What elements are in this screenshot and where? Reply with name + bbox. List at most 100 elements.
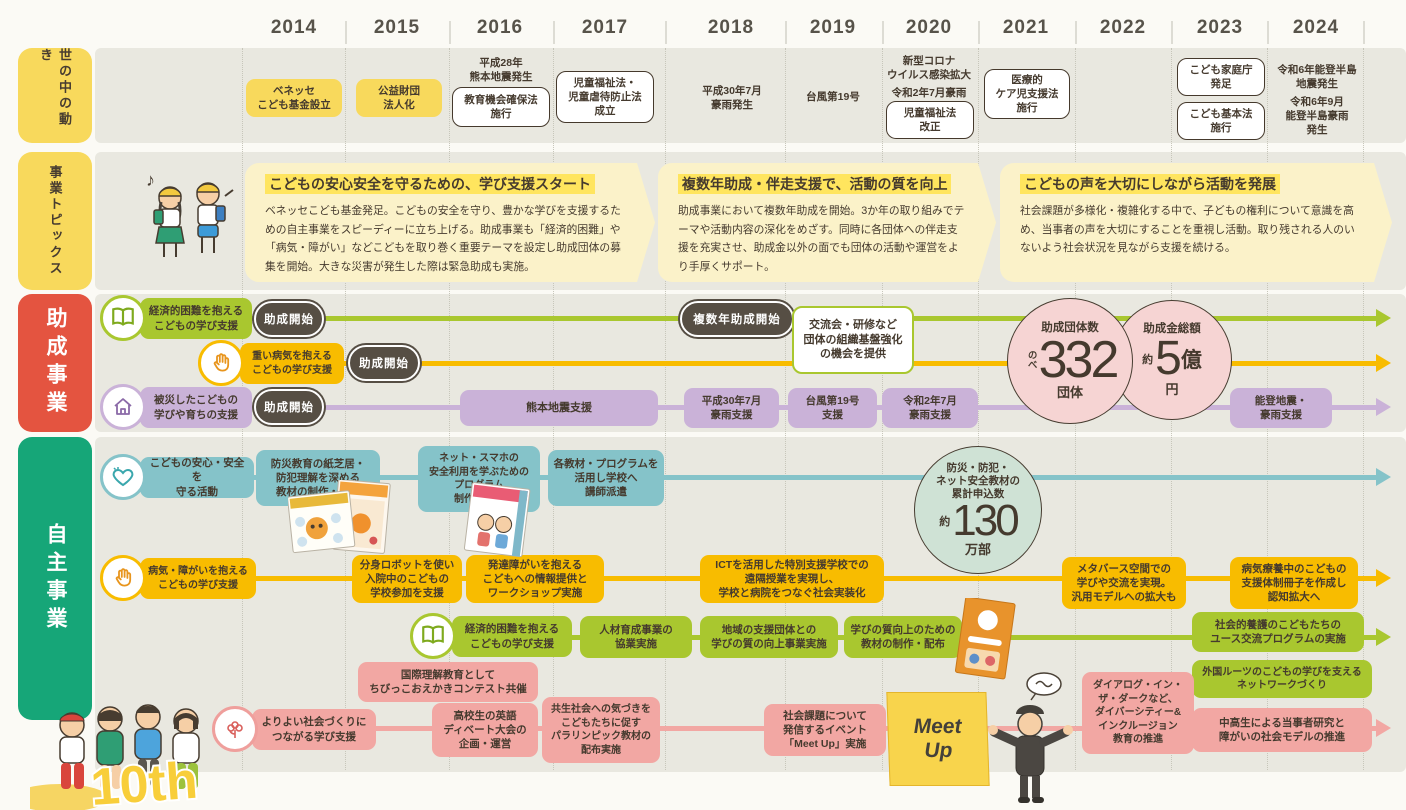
year-separator bbox=[345, 21, 347, 44]
independent-track-label: 経済的困難を抱える こどもの学び支援 bbox=[452, 616, 572, 657]
world-event: 台風第19号 bbox=[806, 90, 860, 103]
year-label: 2015 bbox=[373, 17, 421, 38]
arrowhead bbox=[1376, 309, 1391, 327]
heart-icon bbox=[100, 454, 146, 500]
grant-track-label: 経済的困難を抱える こどもの学び支援 bbox=[140, 298, 252, 339]
independent-milestone: 分身ロボットを使い 入院中のこどもの 学校参加を支援 bbox=[352, 555, 462, 603]
world-event: 平成30年7月 豪雨発生 bbox=[702, 84, 762, 111]
world-event: 公益財団 法人化 bbox=[356, 79, 442, 117]
arrowhead bbox=[1376, 398, 1391, 416]
year-separator bbox=[978, 21, 980, 44]
stat-title: 助成金総額 bbox=[1143, 323, 1201, 336]
independent-track-label: よりよい社会づくりに つながる学び支援 bbox=[252, 709, 376, 750]
year-label: 2016 bbox=[476, 17, 524, 38]
stat-prefix: 約 bbox=[939, 516, 951, 529]
year-label: 2017 bbox=[581, 17, 629, 38]
stat-prefix: のべ bbox=[1025, 350, 1037, 370]
hand-icon bbox=[198, 340, 244, 386]
flower-icon bbox=[212, 706, 258, 752]
grant-start-pill: 助成開始 bbox=[348, 345, 420, 381]
stat-unit: 団体 bbox=[1056, 384, 1083, 400]
stat-unit: 円 bbox=[1165, 381, 1179, 397]
book-icon bbox=[100, 295, 146, 341]
arrowhead bbox=[1376, 628, 1391, 646]
arrowhead bbox=[1376, 354, 1391, 372]
year-label: 2019 bbox=[809, 17, 857, 38]
learning-power-booklet-cover bbox=[954, 598, 1016, 680]
grant-track-label: 被災したこどもの 学びや育ちの支援 bbox=[140, 387, 252, 428]
topic-body: ベネッセこども基金発足。こどもの安全を守り、豊かな学びを支援するための自主事業を… bbox=[265, 205, 621, 273]
independent-track-label: 病気・障がいを抱える こどもの学び支援 bbox=[140, 558, 256, 599]
multi-year-grant-pill: 複数年助成開始 bbox=[680, 301, 794, 337]
independent-milestone: 共生社会への気づきを こどもたちに促す パラリンピック教材の 配布実施 bbox=[542, 697, 660, 763]
book-icon bbox=[410, 613, 456, 659]
world-event: 令和6年能登半島 地震発生 bbox=[1277, 63, 1357, 90]
independent-milestone: 発達障がいを抱える こどもへの情報提供と ワークショップ実施 bbox=[466, 555, 604, 603]
year-separator bbox=[882, 21, 884, 44]
independent-milestone: 外国ルーツのこどもの学びを支える ネットワークづくり bbox=[1192, 660, 1372, 698]
independent-milestone: 高校生の英語 ディベート大会の 企画・運営 bbox=[432, 703, 538, 757]
grant-milestone: 台風第19号 支援 bbox=[788, 388, 877, 428]
year-label: 2023 bbox=[1196, 17, 1244, 38]
grant-milestone: 令和2年7月 豪雨支援 bbox=[882, 388, 978, 428]
row-label-independent: 自主事業 bbox=[18, 437, 92, 720]
independent-milestone: 地域の支援団体との 学びの質の向上事業実施 bbox=[700, 616, 838, 658]
materials-requested-stat: 防災・防犯・ ネット安全教材の 累計申込数 約 130 万部 bbox=[914, 446, 1042, 574]
grant-start-pill: 助成開始 bbox=[254, 301, 324, 337]
grant-milestone: 熊本地震支援 bbox=[460, 390, 658, 426]
meetup-sign: Meet Up bbox=[886, 692, 990, 786]
tenth-anniversary-children-illustration: 10th bbox=[30, 704, 201, 810]
year-label: 2020 bbox=[905, 17, 953, 38]
topic-body: 社会課題が多様化・複雑化する中で、子どもの権利について意識を高め、当事者の声を大… bbox=[1020, 205, 1355, 255]
year-separator bbox=[785, 21, 787, 44]
stat-title: 助成団体数 bbox=[1041, 322, 1099, 335]
stat-value: 332 bbox=[1038, 330, 1120, 389]
year-label: 2014 bbox=[270, 17, 318, 38]
independent-milestone: 国際理解教育として ちびっこおえかきコンテスト共催 bbox=[358, 662, 538, 702]
independent-milestone: 学びの質向上のための 教材の制作・配布 bbox=[844, 616, 962, 658]
world-event: 医療的 ケア児支援法 施行 bbox=[984, 69, 1070, 119]
world-event: こども基本法 施行 bbox=[1177, 102, 1265, 140]
independent-milestone: 中高生による当事者研究と 障がいの社会モデルの推進 bbox=[1192, 708, 1372, 752]
year-separator bbox=[1267, 21, 1269, 44]
topic-title: こどもの安心安全を守るための、学び支援スタート bbox=[265, 174, 595, 194]
independent-milestone: 人材育成事業の 協業実施 bbox=[580, 616, 692, 658]
stat-prefix: 約 bbox=[1142, 353, 1154, 366]
world-event: ベネッセ こども基金設立 bbox=[246, 79, 342, 117]
topic-phase-2: 複数年助成・伴走支援で、活動の質を向上 助成事業において複数年助成を開始。3か年… bbox=[658, 163, 996, 282]
year-separator bbox=[1171, 21, 1173, 44]
year-separator bbox=[665, 21, 667, 44]
world-event: 児童福祉法・ 児童虐待防止法 成立 bbox=[556, 71, 654, 123]
independent-track-label: こどもの安心・安全を 守る活動 bbox=[140, 457, 254, 498]
topic-phase-3: こどもの声を大切にしながら活動を発展 社会課題が多様化・複雑化する中で、子どもの… bbox=[1000, 163, 1392, 282]
hand-icon bbox=[100, 555, 146, 601]
independent-milestone: ICTを活用した特別支援学校での 遠隔授業を実現し、 学校と病院をつなぐ社会実装… bbox=[700, 555, 884, 603]
safety-timeline bbox=[140, 475, 1378, 480]
year-separator bbox=[1075, 21, 1077, 44]
grant-milestone: 能登地震・ 豪雨支援 bbox=[1230, 388, 1332, 428]
topic-body: 助成事業において複数年助成を開始。3か年の取り組みでテーマや活動内容の深化をめざ… bbox=[678, 205, 965, 273]
stat-unit: 億 bbox=[1180, 348, 1202, 372]
world-event: 教育機会確保法 施行 bbox=[452, 87, 550, 127]
year-separator bbox=[553, 21, 555, 44]
independent-milestone: 各教材・プログラムを 活用し学校へ 講師派遣 bbox=[548, 450, 664, 506]
arrowhead bbox=[1376, 719, 1391, 737]
stat-unit: 万部 bbox=[964, 542, 991, 558]
grant-start-pill: 助成開始 bbox=[254, 389, 324, 425]
arrowhead bbox=[1376, 569, 1391, 587]
world-event: 新型コロナ ウイルス感染拡大 bbox=[887, 54, 971, 81]
svg-text:♪: ♪ bbox=[146, 170, 155, 190]
year-separator bbox=[1363, 21, 1365, 44]
row-label-topics: 事業トピックス bbox=[18, 152, 92, 290]
year-separator bbox=[449, 21, 451, 44]
independent-milestone: 社会課題について 発信するイベント 「Meet Up」実施 bbox=[764, 704, 886, 756]
year-label: 2022 bbox=[1099, 17, 1147, 38]
grant-track-label: 重い病気を抱える こどもの学び支援 bbox=[240, 343, 344, 384]
independent-milestone: 社会的養護のこどもたちの ユース交流プログラムの実施 bbox=[1192, 612, 1364, 652]
stat-value: 5 bbox=[1155, 331, 1182, 385]
stat-value: 130 bbox=[952, 496, 1019, 546]
row-label-grants: 助成事業 bbox=[18, 294, 92, 432]
year-label: 2018 bbox=[707, 17, 755, 38]
stat-title: 防災・防犯・ ネット安全教材の 累計申込数 bbox=[936, 461, 1020, 501]
